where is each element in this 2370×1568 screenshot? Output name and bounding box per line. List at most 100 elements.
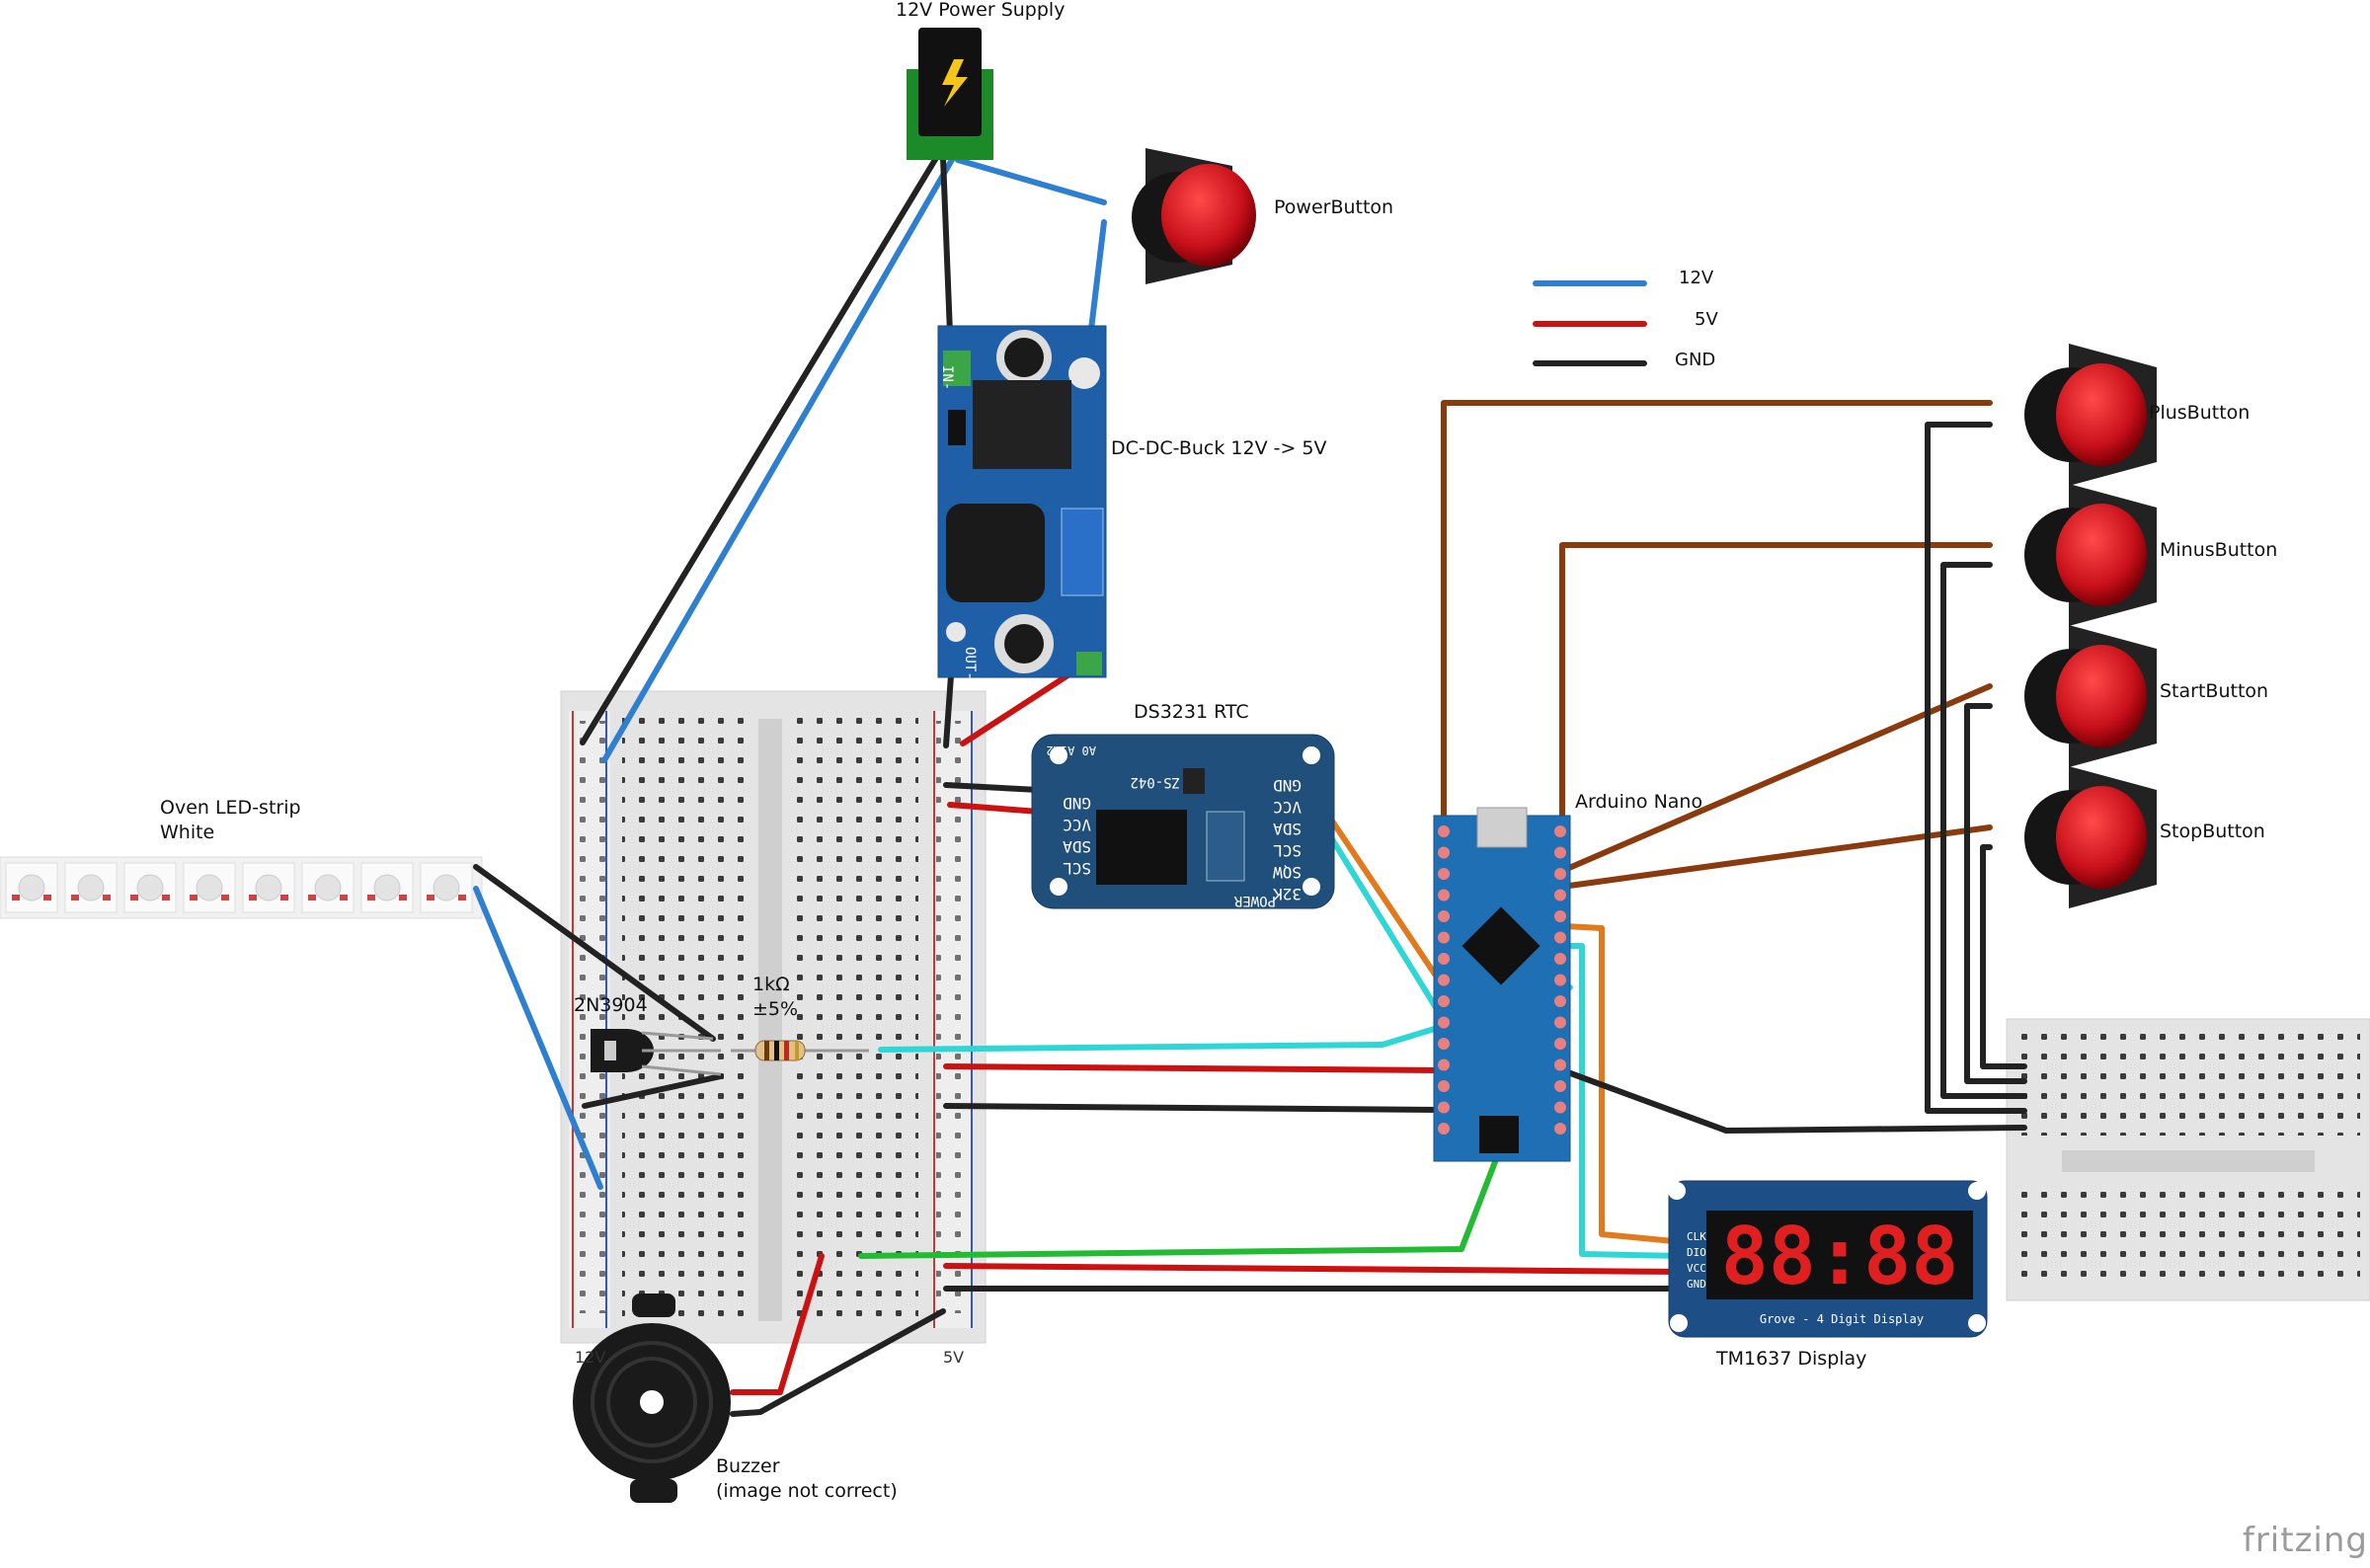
wires xyxy=(473,155,2027,1417)
label-buzzer-1: Buzzer xyxy=(716,1455,780,1477)
label-power-supply: 12V Power Supply xyxy=(896,0,1066,21)
display-pin-label: GND xyxy=(1687,1278,1706,1291)
display-caption: Grove - 4 Digit Display xyxy=(1760,1312,1924,1326)
wire-plus-return xyxy=(1925,422,2027,1114)
nano-pin xyxy=(1554,931,1566,944)
wire-gnd-psu-buck xyxy=(940,155,953,337)
nano-pin xyxy=(1438,868,1450,880)
wire-dio-display xyxy=(1562,943,1687,1259)
wire-gnd-arduino xyxy=(943,1103,1443,1113)
nano-pin xyxy=(1438,846,1450,859)
wire-start-signal xyxy=(1559,683,1993,874)
wire-gnd-led-transistor xyxy=(473,864,716,1042)
label-plus-button: PlusButton xyxy=(2149,402,2251,424)
nano-pin xyxy=(1438,1038,1450,1050)
wire-12v-psu-breadboard xyxy=(601,155,956,763)
nano-pin xyxy=(1438,1101,1450,1114)
right-buttons xyxy=(2024,344,2157,908)
rtc-pin-label: SDA xyxy=(1063,837,1091,856)
wire-5v-display xyxy=(943,1263,1687,1275)
small-breadboard xyxy=(2006,1018,2370,1301)
label-stop-button: StopButton xyxy=(2160,821,2265,842)
minus-button xyxy=(2024,484,2157,626)
rtc-pin-label: SCL xyxy=(1273,841,1302,860)
wire-gnd-rtc xyxy=(943,782,1042,793)
display-pin-label: VCC xyxy=(1687,1262,1706,1275)
rtc-pin-label: GND xyxy=(1273,776,1302,795)
fritzing-logo: fritzing xyxy=(2242,1521,2368,1560)
plus-button xyxy=(2024,344,2157,486)
nano-pin xyxy=(1438,1058,1450,1071)
nano-pin xyxy=(1554,868,1566,880)
rtc-power-label: POWER xyxy=(1233,893,1276,908)
nano-pin xyxy=(1554,825,1566,837)
nano-pin xyxy=(1438,910,1450,922)
wire-scl-rtc xyxy=(1318,819,1440,1012)
label-transistor: 2N3904 xyxy=(574,994,648,1016)
label-resistor-1: 1kΩ xyxy=(752,974,790,995)
buck-converter xyxy=(937,325,1107,678)
wire-12v-psu-button xyxy=(955,157,1107,205)
buck-text: OUT- xyxy=(962,647,978,680)
wire-stop-return xyxy=(1980,844,2027,1069)
nano-pin xyxy=(1438,1080,1450,1092)
label-buzzer-2: (image not correct) xyxy=(716,1480,898,1502)
nano-pin xyxy=(1438,974,1450,986)
buck-text: IN- xyxy=(939,365,955,390)
nano-pin xyxy=(1554,1038,1566,1050)
label-start-button: StartButton xyxy=(2160,680,2269,702)
nano-pin xyxy=(1438,889,1450,902)
rtc-board-label: ZS-042 xyxy=(1130,774,1180,790)
power-button xyxy=(1132,148,1256,284)
wire-plus-signal xyxy=(1441,400,1993,818)
wire-clk-display xyxy=(1562,923,1687,1245)
label-rail-5v: 5V xyxy=(943,1348,965,1367)
nano-pin xyxy=(1438,1123,1450,1135)
label-buck: DC-DC-Buck 12V -> 5V xyxy=(1111,437,1327,459)
rtc-pin-label: VCC xyxy=(1063,816,1091,834)
nano-pin xyxy=(1554,1058,1566,1071)
nano-pin xyxy=(1554,1080,1566,1092)
label-rail-12v: 12V xyxy=(575,1348,606,1367)
nano-pin xyxy=(1554,1016,1566,1029)
label-minus-button: MinusButton xyxy=(2160,539,2278,561)
rtc-pin-label: VCC xyxy=(1273,798,1302,817)
display-pin-label: CLK xyxy=(1687,1230,1706,1243)
resistor xyxy=(731,1040,869,1061)
rtc-pin-label: SQW xyxy=(1273,863,1302,882)
label-led-strip-1: Oven LED-strip xyxy=(160,797,301,819)
nano-pin xyxy=(1554,995,1566,1007)
power-jack xyxy=(907,28,993,160)
nano-pin xyxy=(1438,1016,1450,1029)
wire-5v-rtc xyxy=(947,802,1042,815)
wire-gnd-psu-breadboard xyxy=(580,155,939,745)
nano-pin xyxy=(1554,974,1566,986)
rtc-pin-label: 32K xyxy=(1273,885,1302,903)
wire-start-return xyxy=(1964,703,2027,1084)
display-pin-label: DIO xyxy=(1687,1246,1706,1259)
led-strip xyxy=(0,856,483,919)
nano-pin xyxy=(1438,931,1450,944)
nano-pin xyxy=(1554,910,1566,922)
rtc-pin-label: SCL xyxy=(1063,859,1091,878)
rtc-module xyxy=(1031,734,1335,909)
wire-stop-signal xyxy=(1559,824,1993,890)
nano-pin xyxy=(1554,1101,1566,1114)
wire-sda-rtc xyxy=(1320,805,1447,990)
label-resistor-2: ±5% xyxy=(752,998,799,1020)
stop-button xyxy=(2024,766,2157,908)
legend-12v: 12V xyxy=(1679,268,1714,288)
buzzer xyxy=(573,1294,731,1503)
arduino-nano xyxy=(1433,807,1571,1162)
legend-gnd: GND xyxy=(1675,350,1716,370)
wire-gnd-transistor xyxy=(582,1073,724,1109)
wire-5v-buzzer xyxy=(730,1253,825,1395)
label-arduino: Arduino Nano xyxy=(1575,791,1703,813)
nano-pin xyxy=(1438,995,1450,1007)
transistor xyxy=(591,1029,722,1076)
wire-5v-arduino xyxy=(943,1063,1443,1073)
label-led-strip-2: White xyxy=(160,822,215,843)
tm1637-display: 88:88 Grove - 4 Digit Display xyxy=(1668,1180,1988,1338)
wire-gnd-buzzer xyxy=(730,1308,946,1417)
